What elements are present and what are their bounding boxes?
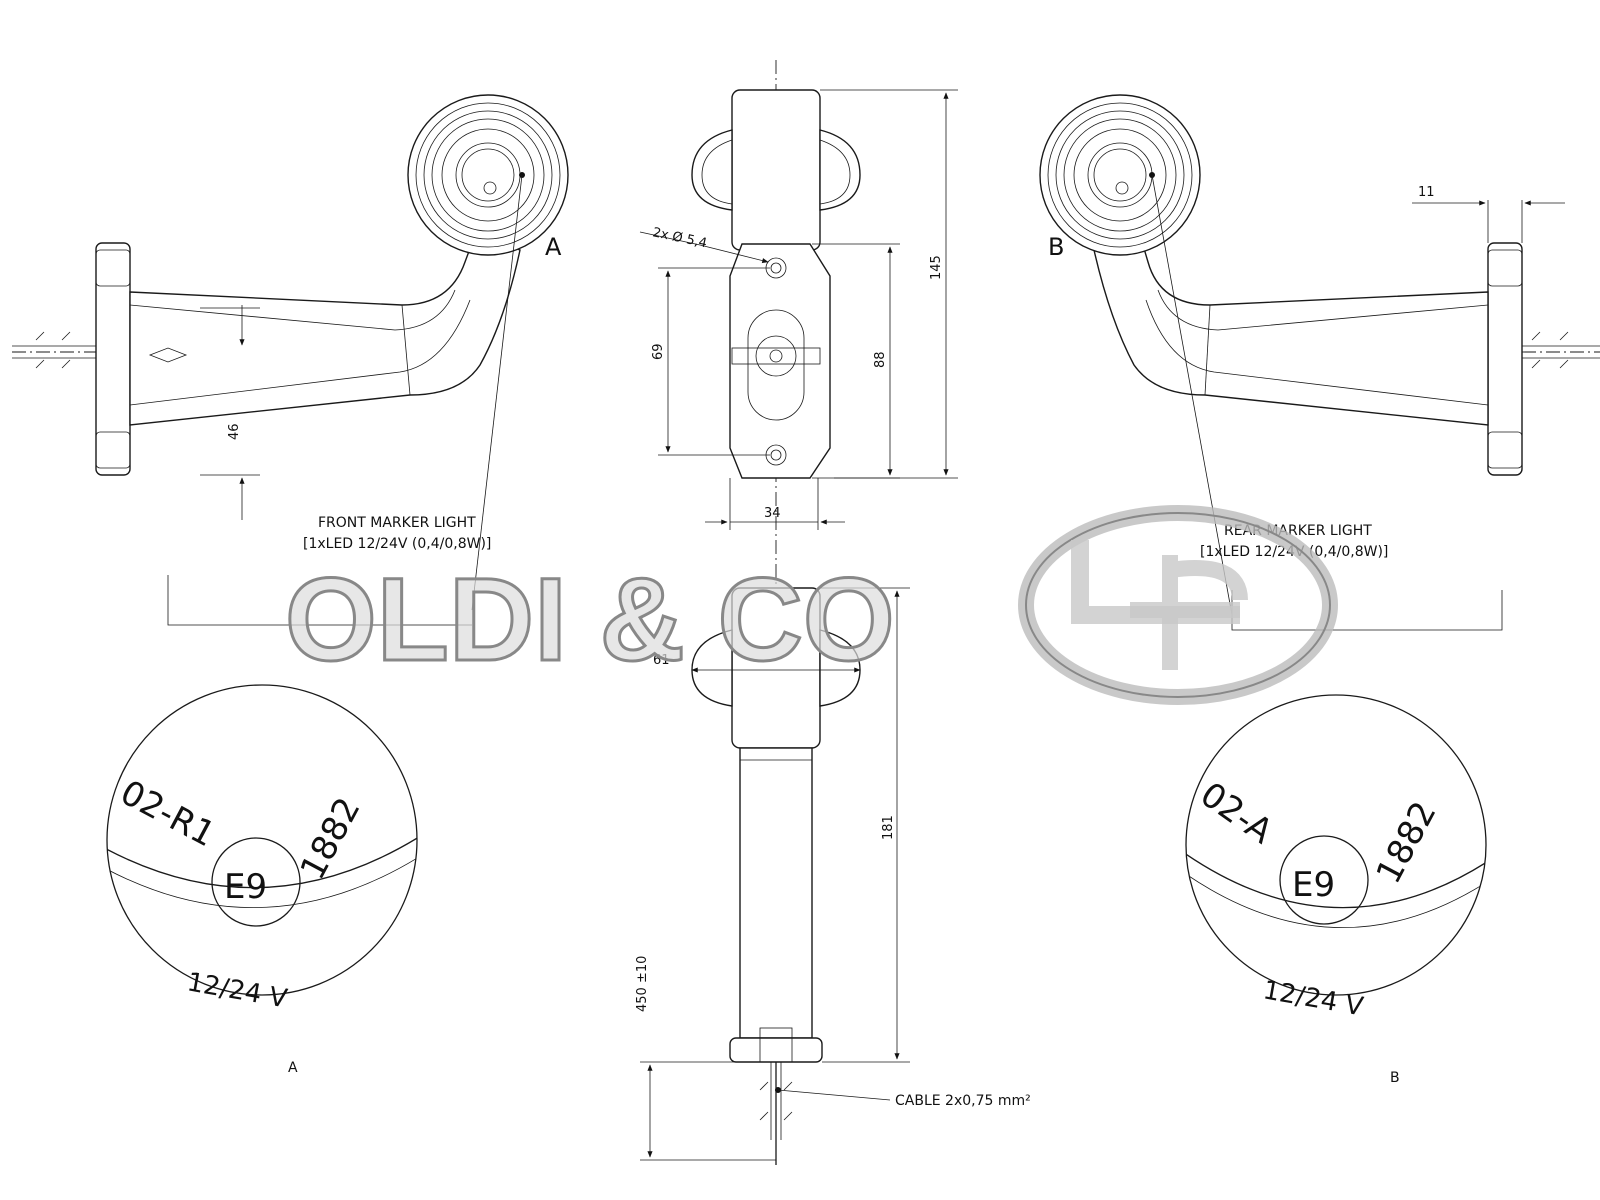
- watermark-logo-icon: [1018, 505, 1338, 705]
- front-marker-spec: [1xLED 12/24V (0,4/0,8W)]: [303, 536, 491, 552]
- dim-450: 450 ±10: [635, 956, 650, 1012]
- detail-a: 02-R1 E9 1882 12/24 V A: [106, 684, 418, 1076]
- detail-a-approval: 02-R1: [114, 773, 222, 856]
- watermark-text: OLDI & CO: [285, 554, 895, 686]
- detail-a-number: 1882: [293, 791, 369, 886]
- dim-69: 69: [651, 343, 666, 360]
- dim-46: 46: [227, 423, 242, 440]
- front-marker-title: FRONT MARKER LIGHT: [318, 515, 476, 531]
- dim-88: 88: [873, 351, 888, 368]
- detail-b-mark: E9: [1292, 865, 1335, 905]
- holes-label: 2x Ø 5,4: [651, 225, 708, 251]
- detail-a-voltage: 12/24 V: [185, 967, 290, 1014]
- detail-b-approval: 02-A: [1193, 775, 1280, 853]
- detail-b-label: B: [1390, 1070, 1400, 1086]
- dim-145: 145: [929, 255, 944, 280]
- lower-view: CABLE 2x0,75 mm² 61 181 450 ±10: [635, 587, 1031, 1165]
- view-label-b: B: [1048, 233, 1064, 261]
- detail-b-voltage: 12/24 V: [1261, 975, 1366, 1022]
- rear-marker-side-view: B 11 REAR MARKER LIGHT [1xLED 12/24V (0,…: [1039, 94, 1600, 631]
- dim-61: 61: [653, 653, 670, 668]
- detail-b-number: 1882: [1369, 795, 1445, 890]
- dim-181: 181: [881, 815, 896, 840]
- dim-11: 11: [1418, 185, 1435, 200]
- detail-b: 02-A E9 1882 12/24 V B: [1185, 694, 1487, 1086]
- detail-a-mark: E9: [224, 867, 267, 907]
- dim-34: 34: [764, 506, 781, 521]
- view-label-a: A: [545, 233, 562, 261]
- front-marker-side-view: A 46 FRONT MARKER LIGHT [1xLED 12/24V (0…: [12, 94, 569, 626]
- cable-label: CABLE 2x0,75 mm²: [895, 1093, 1031, 1109]
- detail-a-label: A: [288, 1060, 298, 1076]
- watermark: OLDI & CO: [284, 505, 1338, 705]
- front-view: 2x Ø 5,4 69 88 145 34: [639, 60, 958, 1165]
